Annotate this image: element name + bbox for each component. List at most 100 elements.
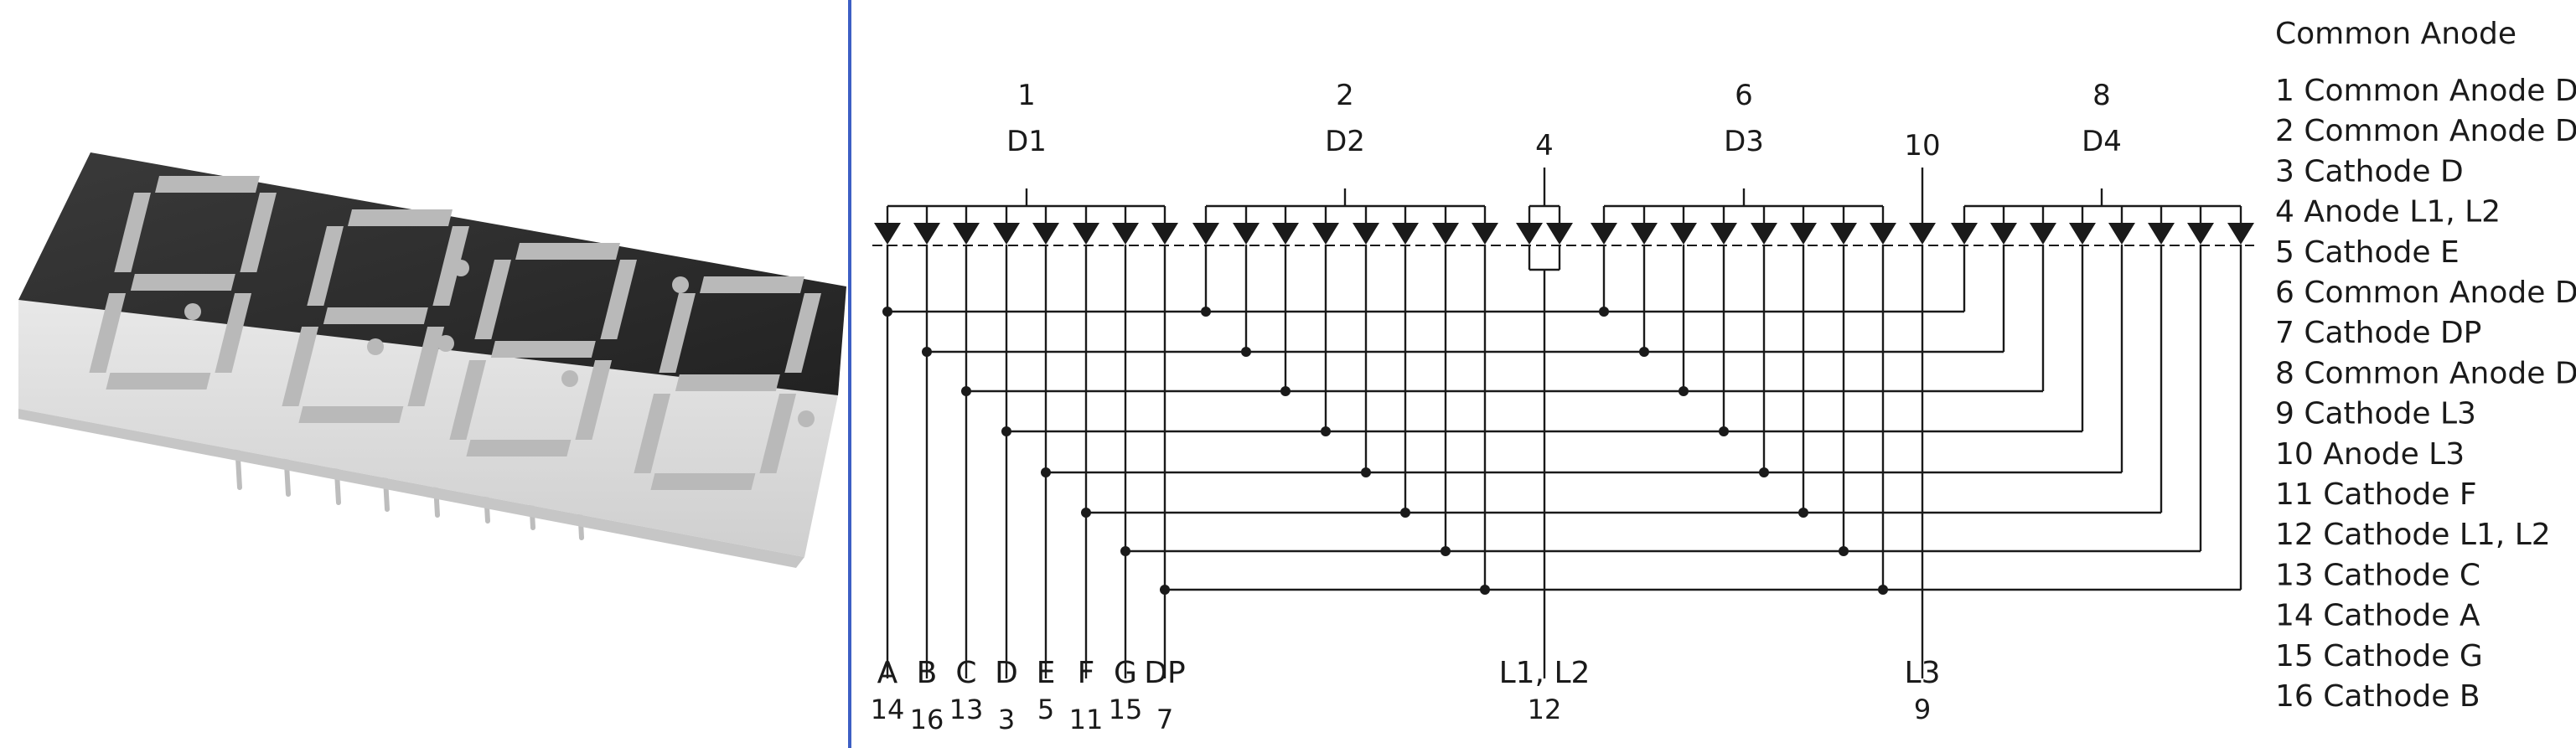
segment-label: D <box>995 656 1018 690</box>
legend-entry: 5 Cathode E <box>2275 235 2460 270</box>
segment-label: C <box>955 656 976 690</box>
legend-title: Common Anode <box>2275 17 2517 51</box>
display-body-bottom <box>18 409 804 568</box>
panel-divider <box>848 0 851 748</box>
segment-label: G <box>1114 656 1137 690</box>
digit-pin-number: 6 <box>1735 79 1753 112</box>
junction-dot <box>1679 386 1689 396</box>
led-diode <box>1546 223 1573 245</box>
junction-dot <box>1041 467 1051 477</box>
legend-entry: 14 Cathode A <box>2275 599 2480 633</box>
legend-entry: 10 Anode L3 <box>2275 437 2465 472</box>
junction-dot <box>1400 508 1410 518</box>
junction-dot <box>1241 347 1251 357</box>
segment-pin-number: 7 <box>1156 704 1173 735</box>
led-diode <box>2069 223 2096 245</box>
led-diode <box>1392 223 1419 245</box>
led-diode <box>1591 223 1617 245</box>
digit-label: D2 <box>1325 125 1365 158</box>
digit-segments <box>89 176 822 490</box>
segment-label: E <box>1037 656 1056 690</box>
junction-dot <box>1599 307 1609 317</box>
colon-output-pin: 12 <box>1528 694 1562 725</box>
l3-output-label: L3 <box>1905 656 1941 690</box>
led-diode <box>1272 223 1299 245</box>
led-diode <box>1751 223 1777 245</box>
led-diode <box>953 223 980 245</box>
legend-entry: 4 Anode L1, L2 <box>2275 195 2501 230</box>
led-diode <box>1870 223 1896 245</box>
colon-output-label: L1, L2 <box>1499 656 1591 690</box>
legend-entry: 12 Cathode L1, L2 <box>2275 518 2551 552</box>
junction-dot <box>1839 546 1849 556</box>
led-diode <box>1790 223 1817 245</box>
legend-entry: 15 Cathode G <box>2275 639 2483 673</box>
led-diode <box>1670 223 1697 245</box>
digit-label: D3 <box>1724 125 1764 158</box>
digit-pin-number: 2 <box>1336 79 1354 112</box>
led-diode <box>1710 223 1737 245</box>
led-diode <box>1112 223 1139 245</box>
colon-anode-pin: 4 <box>1535 129 1554 162</box>
legend-entry: 7 Cathode DP <box>2275 316 2481 350</box>
led-diode <box>2108 223 2135 245</box>
led-diode <box>1073 223 1099 245</box>
segment-label: B <box>917 656 938 690</box>
junction-dot <box>1798 508 1808 518</box>
led-diode <box>1192 223 1219 245</box>
junction-dot <box>1480 585 1490 595</box>
display-photo <box>0 0 848 748</box>
digit-label: D1 <box>1006 125 1047 158</box>
led-diode <box>1151 223 1178 245</box>
junction-dot <box>1120 546 1130 556</box>
led-diode <box>1830 223 1857 245</box>
segment-label: DP <box>1144 656 1185 690</box>
digit-pin-number: 8 <box>2092 79 2111 112</box>
legend-entry: 11 Cathode F <box>2275 477 2477 512</box>
junction-dot <box>1639 347 1649 357</box>
led-diode <box>1353 223 1379 245</box>
legend-entry: 16 Cathode B <box>2275 679 2480 714</box>
led-diode <box>1312 223 1339 245</box>
led-diode <box>1631 223 1658 245</box>
segment-pin-number: 11 <box>1069 704 1104 735</box>
junction-dot <box>1160 585 1170 595</box>
led-diode <box>1233 223 1260 245</box>
junction-dot <box>1081 508 1091 518</box>
led-diode <box>993 223 1020 245</box>
junction-dot <box>1719 426 1729 436</box>
legend-entry: 8 Common Anode D4 <box>2275 356 2576 390</box>
junction-dot <box>1321 426 1331 436</box>
junction-dot <box>1280 386 1291 396</box>
legend-entry: 1 Common Anode D1 <box>2275 74 2576 108</box>
led-diode <box>1516 223 1543 245</box>
legend-entry: 3 Cathode D <box>2275 154 2464 188</box>
seven-segment-display-illustration <box>18 152 846 568</box>
digit-label: D4 <box>2082 125 2122 158</box>
legend-entry: 9 Cathode L3 <box>2275 397 2476 431</box>
legend-entry: 13 Cathode C <box>2275 558 2480 592</box>
segment-pin-number: 14 <box>871 694 905 725</box>
junction-dot <box>882 307 892 317</box>
segment-pin-number: 16 <box>910 704 944 735</box>
segment-pin-number: 13 <box>949 694 984 725</box>
junction-dot <box>1441 546 1451 556</box>
led-diode <box>913 223 940 245</box>
l3-anode-pin: 10 <box>1904 129 1940 162</box>
junction-dot <box>1001 426 1011 436</box>
led-diode <box>2148 223 2175 245</box>
segment-label: F <box>1078 656 1095 690</box>
led-diode <box>1951 223 1978 245</box>
led-diode <box>2187 223 2214 245</box>
display-face <box>18 152 846 395</box>
junction-dot <box>1878 585 1888 595</box>
led-diode <box>874 223 901 245</box>
led-diode <box>1990 223 2017 245</box>
led-diode <box>2030 223 2056 245</box>
segment-label: A <box>877 656 898 690</box>
legend-entry: 2 Common Anode D2 <box>2275 114 2576 148</box>
led-diode <box>1909 223 1936 245</box>
led-diode <box>2227 223 2254 245</box>
